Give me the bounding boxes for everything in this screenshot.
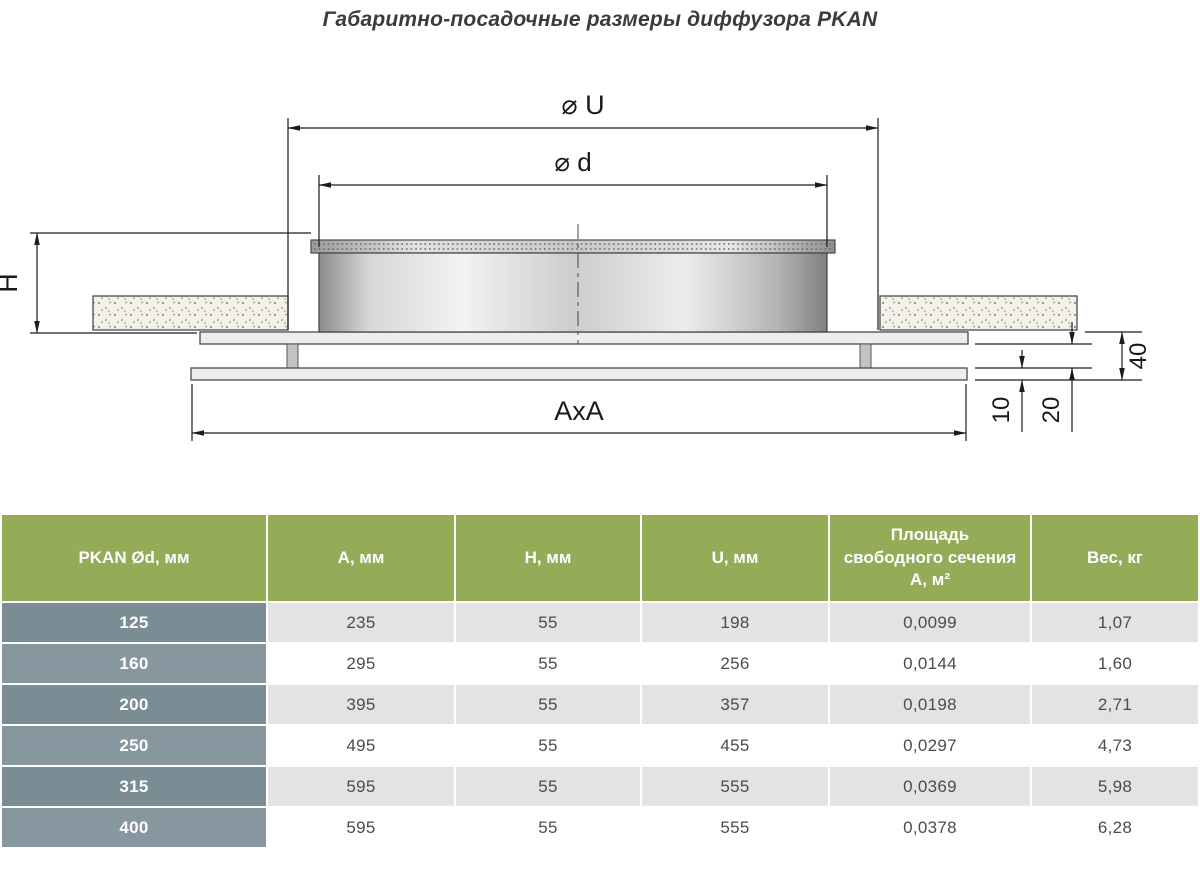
cell-h: 55 [456, 767, 640, 806]
table-row: 315 595 55 555 0,0369 5,98 [2, 767, 1198, 806]
cell-weight: 4,73 [1032, 726, 1198, 765]
stud-right [859, 343, 872, 369]
diffuser-drawing [92, 224, 1078, 381]
cell-h: 55 [456, 644, 640, 683]
row-header-diameter: 315 [2, 767, 266, 806]
cell-area: 0,0297 [830, 726, 1030, 765]
row-header-diameter: 200 [2, 685, 266, 724]
row-header-diameter: 125 [2, 603, 266, 642]
row-header-diameter: 160 [2, 644, 266, 683]
col-header-weight: Вес, кг [1032, 515, 1198, 601]
dimension-diagram: ⌀ U ⌀ d H AxA 40 20 10 [0, 90, 1152, 441]
col-header-u: U, мм [642, 515, 828, 601]
table-row: 200 395 55 357 0,0198 2,71 [2, 685, 1198, 724]
dim-label-axa: AxA [554, 396, 604, 426]
col-header-h: H, мм [456, 515, 640, 601]
table-row: 125 235 55 198 0,0099 1,07 [2, 603, 1198, 642]
cell-area: 0,0144 [830, 644, 1030, 683]
dimension-labels: ⌀ U ⌀ d H AxA 40 20 10 [0, 90, 1152, 426]
cell-area: 0,0198 [830, 685, 1030, 724]
cell-weight: 1,07 [1032, 603, 1198, 642]
ceiling-panel-right [879, 295, 1078, 331]
dimension-lines [30, 118, 1142, 441]
lower-plate [190, 367, 968, 381]
cell-h: 55 [456, 808, 640, 847]
cell-u: 357 [642, 685, 828, 724]
cell-u: 198 [642, 603, 828, 642]
cell-weight: 2,71 [1032, 685, 1198, 724]
cell-a: 395 [268, 685, 454, 724]
upper-plate [199, 331, 969, 345]
dim-label-20: 20 [1038, 397, 1065, 424]
cell-h: 55 [456, 685, 640, 724]
table-row: 250 495 55 455 0,0297 4,73 [2, 726, 1198, 765]
dim-label-10: 10 [988, 397, 1015, 424]
table-row: 160 295 55 256 0,0144 1,60 [2, 644, 1198, 683]
col-header-diameter: PKAN Ød, мм [2, 515, 266, 601]
page-title: Габаритно-посадочные размеры диффузора P… [322, 8, 878, 31]
cell-area: 0,0099 [830, 603, 1030, 642]
row-header-diameter: 250 [2, 726, 266, 765]
cell-a: 595 [268, 808, 454, 847]
dimensions-table: PKAN Ød, мм A, мм H, мм U, мм Площадь св… [0, 513, 1200, 849]
cell-u: 256 [642, 644, 828, 683]
col-header-a: A, мм [268, 515, 454, 601]
row-header-diameter: 400 [2, 808, 266, 847]
dim-label-40: 40 [1125, 343, 1152, 370]
dim-label-u: ⌀ U [561, 90, 604, 120]
dimensions-table-wrap: PKAN Ød, мм A, мм H, мм U, мм Площадь св… [0, 513, 1200, 849]
cell-a: 495 [268, 726, 454, 765]
col-header-area: Площадь свободного сечения A, м² [830, 515, 1030, 601]
cell-h: 55 [456, 603, 640, 642]
cell-a: 595 [268, 767, 454, 806]
drum-flange [310, 239, 836, 254]
dim-label-h: H [0, 273, 23, 293]
cell-weight: 5,98 [1032, 767, 1198, 806]
dim-label-d: ⌀ d [554, 147, 591, 177]
cell-u: 555 [642, 767, 828, 806]
stud-left [286, 343, 299, 369]
cell-h: 55 [456, 726, 640, 765]
cell-weight: 6,28 [1032, 808, 1198, 847]
cell-a: 235 [268, 603, 454, 642]
drum-body [318, 252, 828, 333]
cell-area: 0,0378 [830, 808, 1030, 847]
table-header-row: PKAN Ød, мм A, мм H, мм U, мм Площадь св… [2, 515, 1198, 601]
cell-weight: 1,60 [1032, 644, 1198, 683]
table-row: 400 595 55 555 0,0378 6,28 [2, 808, 1198, 847]
ceiling-panel-left [92, 295, 289, 331]
cell-u: 555 [642, 808, 828, 847]
cell-area: 0,0369 [830, 767, 1030, 806]
cell-a: 295 [268, 644, 454, 683]
cell-u: 455 [642, 726, 828, 765]
